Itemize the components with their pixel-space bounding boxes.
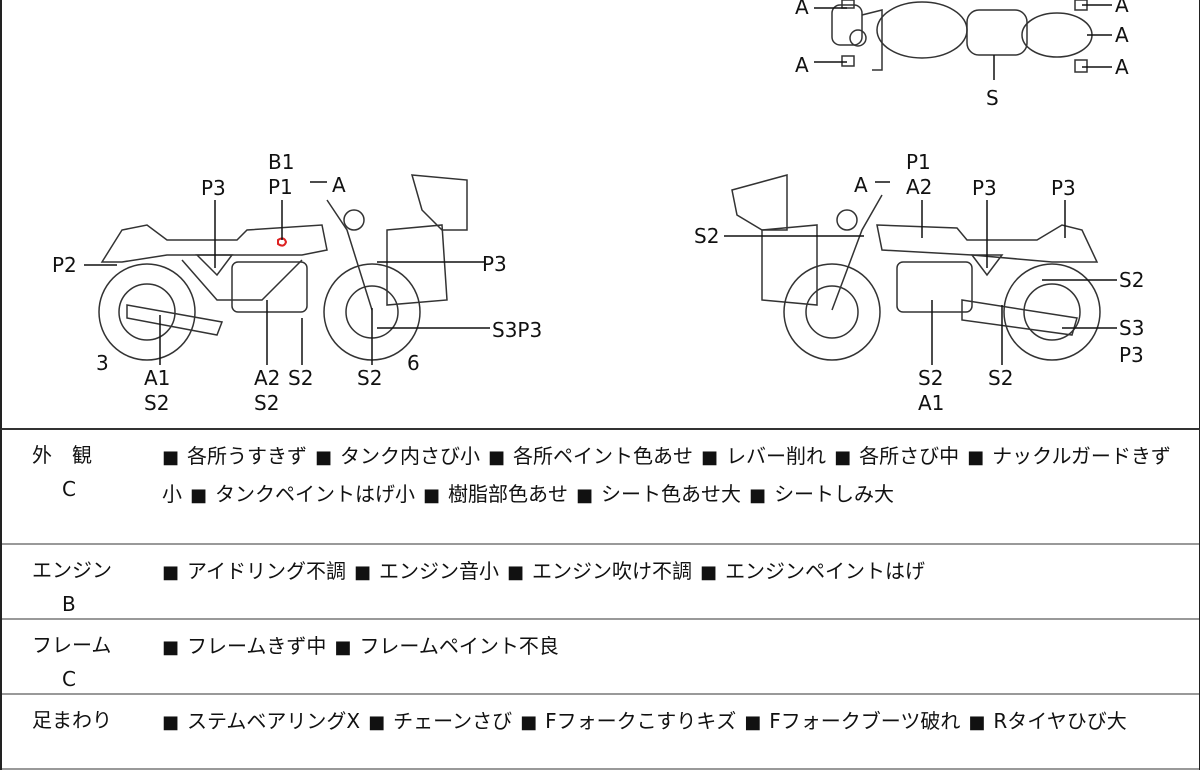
top-label: A xyxy=(795,0,809,19)
top-view-drawing xyxy=(831,0,1093,73)
right-label: A2 xyxy=(906,175,933,199)
top-label: A xyxy=(1115,23,1129,47)
top-label: S xyxy=(986,86,999,110)
bullet-icon: ■ xyxy=(190,485,208,506)
condition-item: Fフォークこすりキズ xyxy=(545,709,737,733)
bullet-icon: ■ xyxy=(701,447,719,468)
left-label: A1 xyxy=(144,366,171,390)
left-label: S3P3 xyxy=(492,318,543,342)
left-label: A xyxy=(332,173,346,197)
right-bike-drawing xyxy=(731,174,1101,361)
bullet-icon: ■ xyxy=(834,447,852,468)
left-label: A2 xyxy=(254,366,281,390)
right-label: S2 xyxy=(988,366,1014,390)
left-label: P3 xyxy=(482,252,507,276)
top-view-leaders xyxy=(814,4,1112,80)
left-label: S2 xyxy=(357,366,383,390)
bullet-icon: ■ xyxy=(968,712,986,733)
condition-item: 各所さび中 xyxy=(859,444,960,468)
bike-diagram: A A A A A S B1 P1 A P3 P2 P3 S3P3 3 A1 S… xyxy=(0,0,1200,430)
condition-item: Fフォークブーツ破れ xyxy=(769,709,961,733)
left-label: B1 xyxy=(268,150,295,174)
bullet-icon: ■ xyxy=(368,712,386,733)
category-label: エンジン xyxy=(32,558,112,582)
condition-item: タンクペイントはげ小 xyxy=(215,482,416,506)
top-label: A xyxy=(1115,55,1129,79)
condition-item: シート色あせ大 xyxy=(601,482,742,506)
right-label: A xyxy=(854,173,868,197)
condition-item: シートしみ大 xyxy=(774,482,895,506)
bullet-icon: ■ xyxy=(423,485,441,506)
condition-item: ステムベアリングX xyxy=(187,709,361,733)
right-label: S2 xyxy=(918,366,944,390)
category-label: 足まわり xyxy=(32,708,112,732)
bullet-icon: ■ xyxy=(576,485,594,506)
bullet-icon: ■ xyxy=(967,447,985,468)
left-bike-drawing xyxy=(98,174,468,361)
top-label: A xyxy=(795,53,809,77)
right-label: S3 xyxy=(1119,316,1145,340)
category-label: 外 観 xyxy=(32,443,92,467)
left-label: S2 xyxy=(144,391,170,415)
right-label: A1 xyxy=(918,391,945,415)
right-label: S2 xyxy=(694,224,720,248)
left-bike-leaders xyxy=(84,181,490,365)
motorcycle-drawings xyxy=(84,0,1117,365)
left-label: P2 xyxy=(52,253,77,277)
bullet-icon: ■ xyxy=(488,447,506,468)
table-row-suspension: 足まわり ■ ステムベアリングX ■ チェーンさび ■ Fフォークこすりキズ ■ Fフォークブ… xyxy=(2,695,1199,770)
left-label: 3 xyxy=(96,351,109,375)
condition-table: 外 観 C ■ 各所うすきず ■ タンク内さび小 ■ 各所ペイント色あせ ■ レバー削れ ■ 各所さ… xyxy=(0,430,1200,770)
item-list: ■ アイドリング不調 ■ エンジン音小 ■ エンジン吹け不調 ■ エンジンペイントはげ xyxy=(162,553,1189,591)
category-label: フレーム xyxy=(32,633,112,657)
condition-item: 各所ペイント色あせ xyxy=(513,444,694,468)
condition-item: チェーンさび xyxy=(393,709,513,733)
item-list: ■ 各所うすきず ■ タンク内さび小 ■ 各所ペイント色あせ ■ レバー削れ ■ 各所さび中 ■ナッ… xyxy=(162,438,1189,514)
bullet-icon: ■ xyxy=(162,562,180,583)
right-label: S2 xyxy=(1119,268,1145,292)
left-label: P3 xyxy=(201,176,226,200)
condition-item: フレームきず中 xyxy=(187,634,327,658)
bullet-icon: ■ xyxy=(700,562,718,583)
condition-item: 各所うすきず xyxy=(187,444,308,468)
bullet-icon: ■ xyxy=(354,562,372,583)
bullet-icon: ■ xyxy=(749,485,767,506)
left-label: S2 xyxy=(254,391,280,415)
condition-item: ナックルガードきず小 xyxy=(162,444,1171,506)
bullet-icon: ■ xyxy=(162,447,180,468)
table-row-exterior: 外 観 C ■ 各所うすきず ■ タンク内さび小 ■ 各所ペイント色あせ ■ レバー削れ ■ 各所さ… xyxy=(2,430,1199,545)
table-row-frame: フレーム C ■ フレームきず中 ■ フレームペイント不良 xyxy=(2,620,1199,695)
condition-item: 樹脂部色あせ xyxy=(448,482,569,506)
top-label: A xyxy=(1115,0,1129,17)
right-label: P1 xyxy=(906,150,931,174)
grade-label: B xyxy=(62,592,76,616)
left-label: 6 xyxy=(407,351,420,375)
bullet-icon: ■ xyxy=(744,712,762,733)
condition-item: タンク内さび小 xyxy=(340,444,481,468)
bullet-icon: ■ xyxy=(507,562,525,583)
table-row-engine: エンジン B ■ アイドリング不調 ■ エンジン音小 ■ エンジン吹け不調 ■ エンジンペイント… xyxy=(2,545,1199,620)
item-list: ■ フレームきず中 ■ フレームペイント不良 xyxy=(162,628,1189,666)
condition-item: レバー削れ xyxy=(726,444,827,468)
bullet-icon: ■ xyxy=(162,712,180,733)
item-list: ■ ステムベアリングX ■ チェーンさび ■ Fフォークこすりキズ ■ Fフォークブーツ破れ ■… xyxy=(162,703,1189,741)
bullet-icon: ■ xyxy=(520,712,538,733)
right-label: P3 xyxy=(972,176,997,200)
right-label: P3 xyxy=(1119,343,1144,367)
left-label: P1 xyxy=(268,175,293,199)
condition-item: フレームペイント不良 xyxy=(359,634,559,658)
bullet-icon: ■ xyxy=(162,637,180,658)
grade-label: C xyxy=(62,477,76,501)
condition-item: エンジンペイントはげ xyxy=(725,559,926,583)
condition-item: Rタイヤひび大 xyxy=(993,709,1127,733)
left-label: S2 xyxy=(288,366,314,390)
condition-item: エンジン吹け不調 xyxy=(532,559,693,583)
right-bike-leaders xyxy=(724,181,1117,365)
right-label: P3 xyxy=(1051,176,1076,200)
condition-item: エンジン音小 xyxy=(379,559,500,583)
grade-label: C xyxy=(62,667,76,691)
bullet-icon: ■ xyxy=(334,637,352,658)
condition-item: アイドリング不調 xyxy=(187,559,347,583)
bullet-icon: ■ xyxy=(315,447,333,468)
